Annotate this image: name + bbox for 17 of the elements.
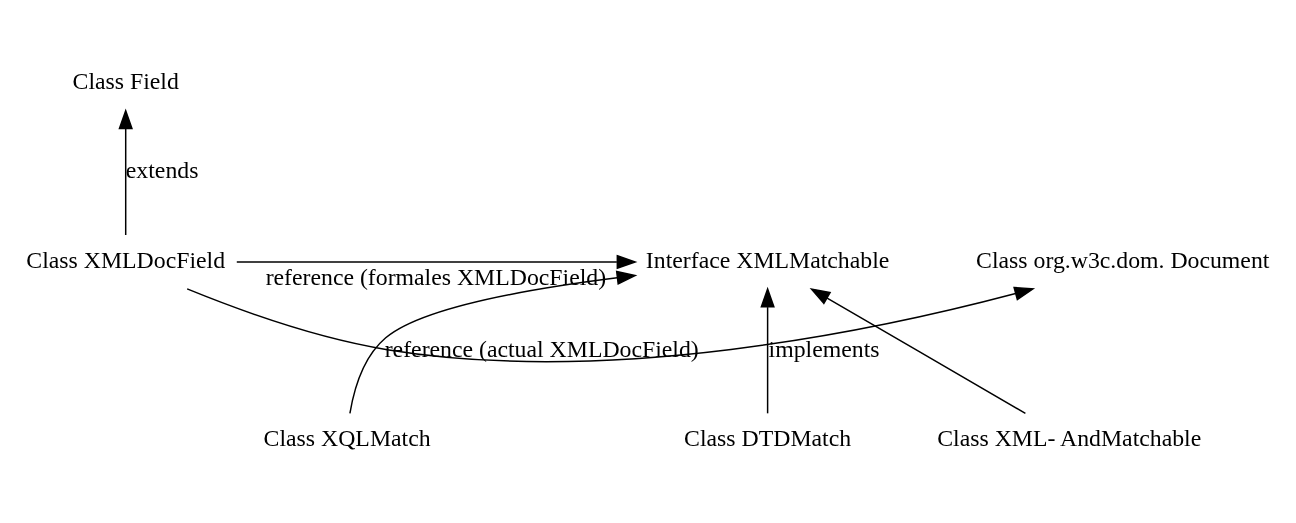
node-text: Class Field — [72, 67, 179, 94]
edge-label: extends — [125, 156, 199, 183]
arrow — [118, 107, 133, 236]
node-text: Class XML- AndMatchable — [937, 424, 1202, 451]
arrow — [236, 254, 638, 269]
node-text: Class XMLDocField — [26, 246, 226, 273]
node-text: Class DTDMatch — [684, 424, 852, 451]
node-text: Interface XMLMatchable — [645, 246, 890, 273]
edge-label: reference (actual XMLDocField) — [384, 335, 699, 362]
arrow — [349, 270, 638, 414]
arrow — [809, 287, 1027, 414]
node-text: Class org.w3c.dom. Document — [976, 246, 1270, 273]
arrow — [186, 286, 1036, 362]
node-text: Class XQLMatch — [263, 424, 431, 451]
edge-label: implements — [768, 335, 880, 362]
edge-label: reference (formales XMLDocField) — [265, 263, 607, 290]
arrow — [760, 286, 775, 414]
